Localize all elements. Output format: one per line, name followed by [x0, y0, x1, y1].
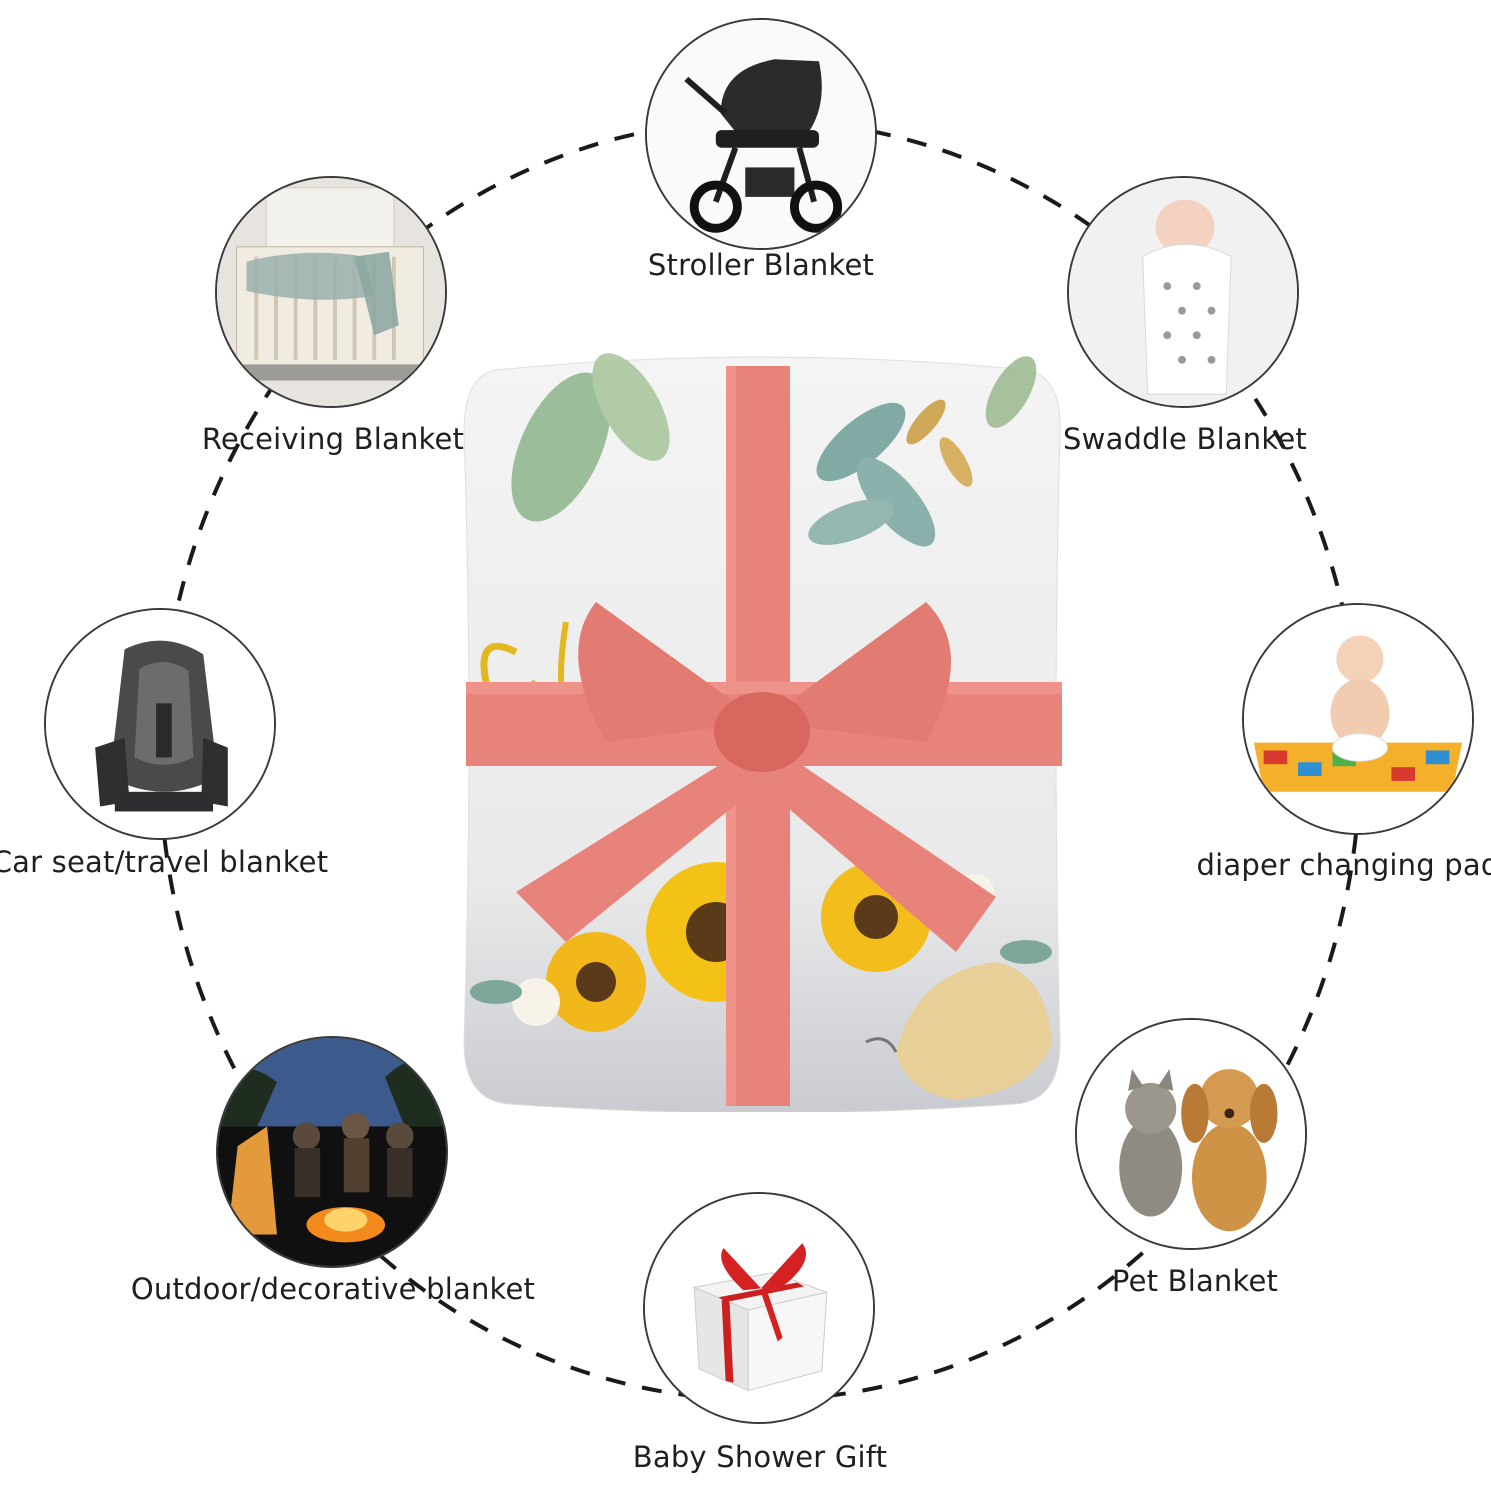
swaddled-baby-icon — [1069, 178, 1297, 406]
label-diaper: diaper changing pad — [1196, 848, 1491, 882]
swaddle-photo — [1067, 176, 1299, 408]
label-pet: Pet Blanket — [1111, 1264, 1279, 1298]
label-outdoor: Outdoor/decorative blanket — [130, 1272, 536, 1306]
car-seat-icon — [46, 610, 274, 838]
label-receiving: Receiving Blanket — [201, 422, 465, 456]
label-stroller: Stroller Blanket — [647, 248, 875, 282]
label-carseat: Car seat/travel blanket — [0, 845, 329, 879]
label-gift: Baby Shower Gift — [632, 1440, 888, 1474]
crib-icon — [217, 178, 445, 406]
cat-and-dog-icon — [1077, 1020, 1305, 1248]
gift-box-icon — [645, 1194, 873, 1422]
stroller-icon — [647, 20, 875, 248]
folded-blanket-with-ribbon — [456, 352, 1068, 1112]
label-swaddle: Swaddle Blanket — [1063, 422, 1307, 456]
receiving-photo — [215, 176, 447, 408]
pet-photo — [1075, 1018, 1307, 1250]
baby-on-mat-icon — [1244, 605, 1472, 833]
stroller-photo — [645, 18, 877, 250]
campfire-icon — [218, 1038, 446, 1266]
carseat-photo — [44, 608, 276, 840]
diaper-photo — [1242, 603, 1474, 835]
outdoor-photo — [216, 1036, 448, 1268]
gift-photo — [643, 1192, 875, 1424]
